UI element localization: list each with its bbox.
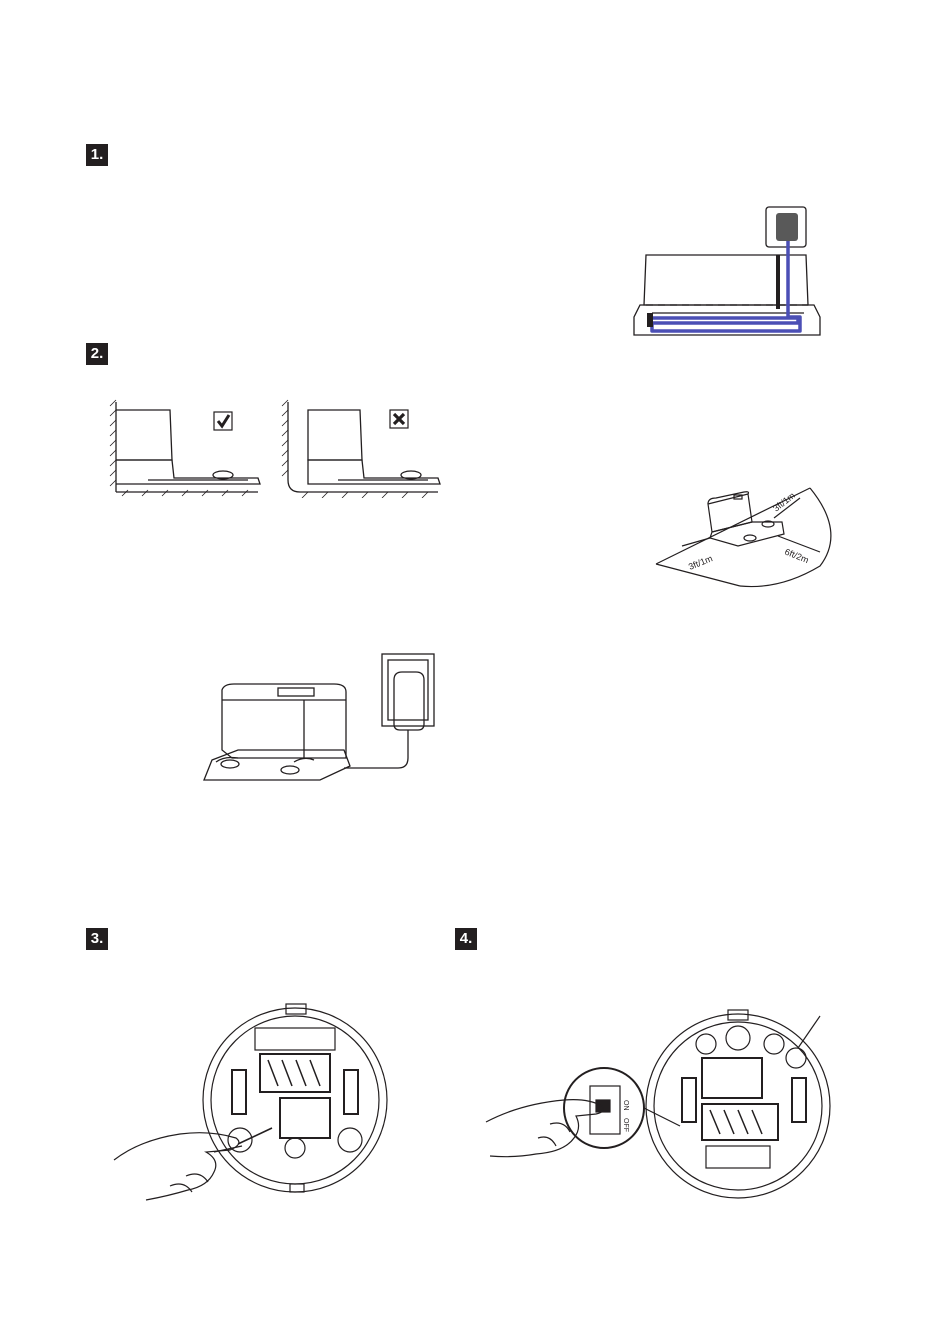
- clearance-distance-illustration: 3ft/1m 3ft/1m 6ft/2m: [650, 480, 840, 590]
- clearance-front-label: 6ft/2m: [783, 547, 810, 566]
- switch-off-label: OFF: [622, 1118, 629, 1132]
- correct-placement-illustration: [108, 398, 263, 498]
- checkmark-icon: [214, 412, 232, 430]
- dock-power-connection-illustration: [194, 650, 444, 790]
- robot-power-switch-illustration: ON OFF: [480, 1008, 840, 1208]
- step-4-badge: 4.: [455, 928, 477, 950]
- incorrect-placement-illustration: [278, 398, 443, 498]
- cable-routing-illustration: [628, 205, 828, 345]
- step-3-badge: 3.: [86, 928, 108, 950]
- step-2-badge: 2.: [86, 343, 108, 365]
- switch-on-label: ON: [622, 1100, 629, 1111]
- step-1-badge: 1.: [86, 144, 108, 166]
- clearance-left-label: 3ft/1m: [687, 553, 714, 572]
- cross-icon: [390, 410, 408, 428]
- adapter-icon: [776, 213, 798, 241]
- robot-underside-pull-tab-illustration: [110, 1000, 400, 1210]
